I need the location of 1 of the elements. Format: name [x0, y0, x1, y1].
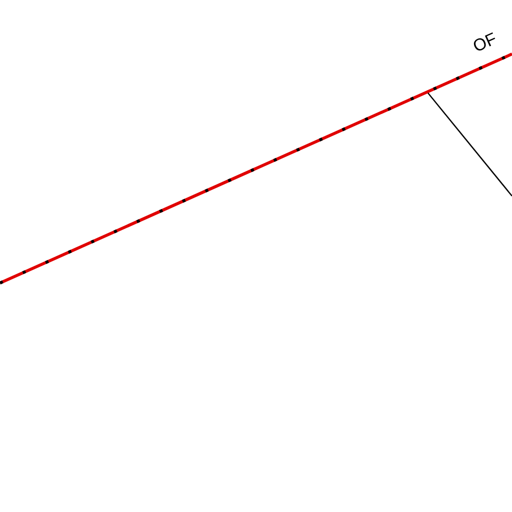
line-label: OF	[470, 30, 500, 56]
